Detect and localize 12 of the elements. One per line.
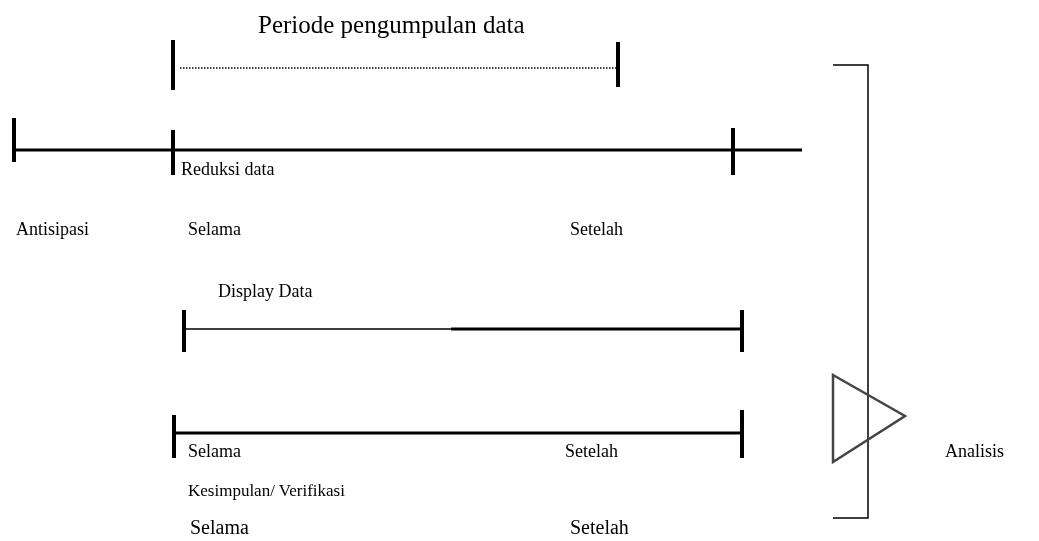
analysis-label: Analisis	[945, 442, 1004, 460]
phase-label: Selama	[188, 442, 241, 460]
phase-label: Setelah	[570, 517, 629, 537]
title-text: Periode pengumpulan data	[258, 12, 525, 37]
phase-label: Antisipasi	[16, 220, 89, 238]
timeline-label: Reduksi data	[181, 160, 275, 178]
phase-label: Selama	[190, 517, 249, 537]
timeline-label: Display Data	[218, 282, 313, 300]
phase-label: Selama	[188, 220, 241, 238]
phase-label: Setelah	[565, 442, 618, 460]
phase-label: Setelah	[570, 220, 623, 238]
timeline-label: Kesimpulan/ Verifikasi	[188, 482, 345, 499]
